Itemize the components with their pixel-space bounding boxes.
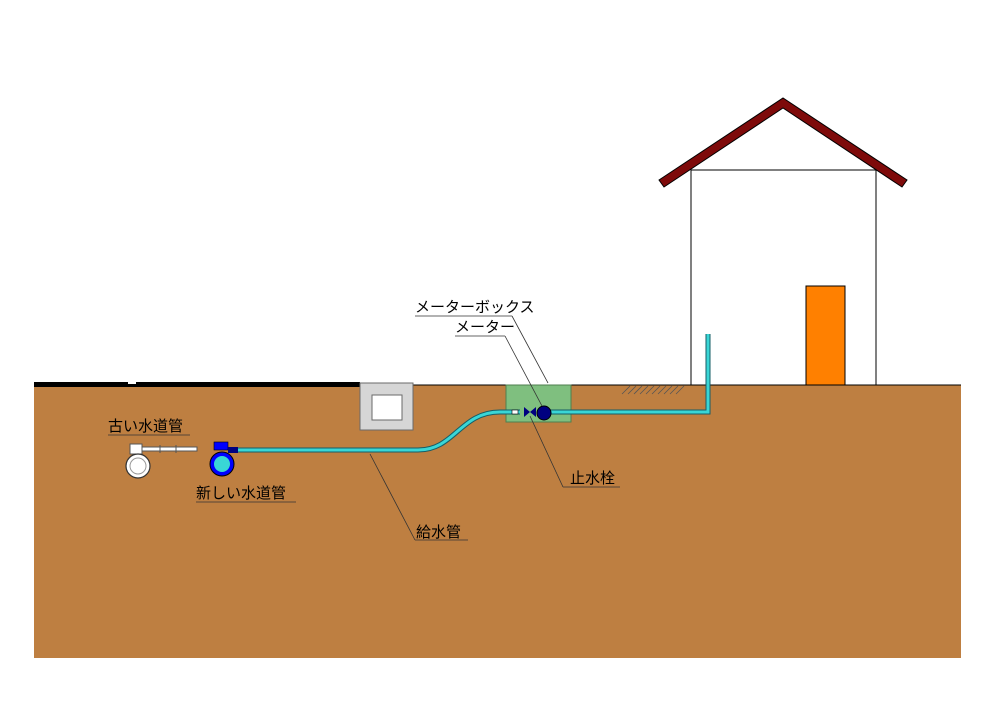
house-wall (690, 169, 877, 386)
house-door (805, 285, 846, 386)
new-water-main (209, 441, 238, 477)
meter-label: メーター (455, 318, 515, 336)
gutter-drain (359, 382, 414, 431)
old-main-label: 古い水道管 (108, 417, 183, 435)
old-water-main (125, 443, 198, 479)
road-surface (34, 382, 360, 387)
supply-pipe (238, 334, 711, 453)
road-edge-gap (128, 382, 136, 384)
stop-valve (511, 407, 536, 417)
ground (34, 385, 961, 658)
meter-box-label: メーターボックス (415, 298, 535, 316)
new-main-label: 新しい水道管 (196, 484, 286, 502)
house (658, 97, 908, 386)
stop-valve-label: 止水栓 (570, 469, 615, 487)
water-meter (536, 405, 552, 421)
soil-hatch (621, 385, 685, 395)
leader-lines (108, 315, 620, 541)
house-roof (658, 97, 908, 188)
supply-pipe-label: 給水管 (416, 523, 461, 541)
